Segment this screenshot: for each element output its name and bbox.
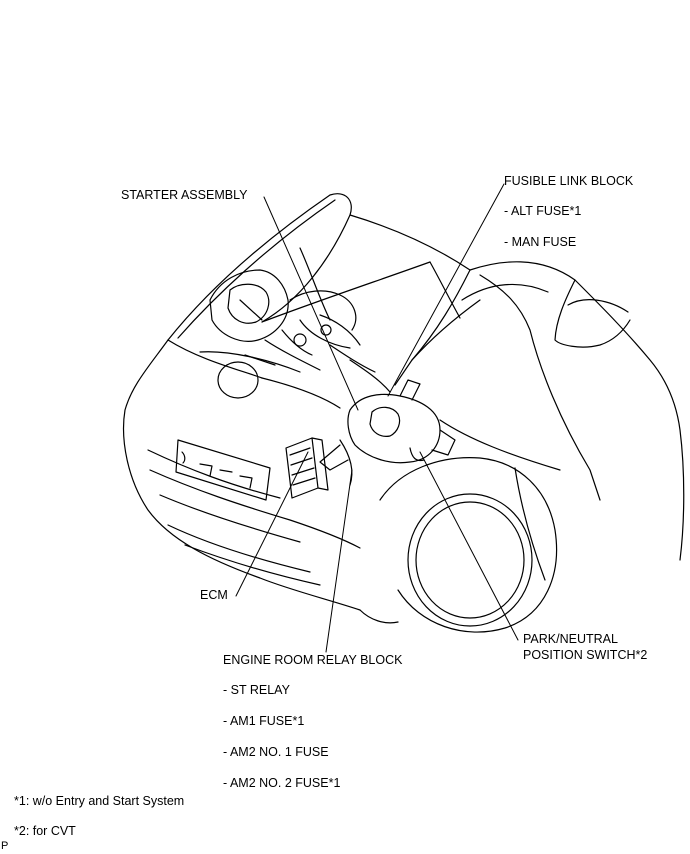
- car-body: [122, 261, 685, 611]
- label-starter-assembly: STARTER ASSEMBLY: [121, 188, 248, 202]
- label-park-neutral-line2: POSITION SWITCH*2: [523, 648, 648, 662]
- corner-mark: P: [1, 840, 9, 852]
- leader-engine-room-relay-block: [325, 469, 353, 653]
- label-fusible-link-block: FUSIBLE LINK BLOCK: [504, 174, 634, 188]
- engine-bay: [209, 269, 391, 393]
- ecm-unit: [285, 437, 329, 499]
- label-st-relay: - ST RELAY: [223, 683, 290, 697]
- leader-starter: [263, 196, 359, 411]
- label-ecm: ECM: [200, 588, 228, 602]
- windshield: [411, 261, 549, 361]
- front-bumper: [147, 439, 361, 586]
- label-am2-no2-fuse: - AM2 NO. 2 FUSE*1: [223, 776, 341, 790]
- label-alt-fuse: - ALT FUSE*1: [504, 204, 582, 218]
- label-am1-fuse: - AM1 FUSE*1: [223, 714, 305, 728]
- footnote-1: *1: w/o Entry and Start System: [14, 794, 185, 808]
- label-park-neutral-line1: PARK/NEUTRAL: [523, 632, 618, 646]
- open-hood: [167, 193, 471, 341]
- label-engine-room-relay-block: ENGINE ROOM RELAY BLOCK: [223, 653, 403, 667]
- leader-ecm: [235, 451, 309, 597]
- label-man-fuse: - MAN FUSE: [504, 235, 577, 249]
- relay-block-assembly: [319, 379, 456, 486]
- leader-fusible-link-block: [387, 183, 505, 397]
- label-am2-no1-fuse: - AM2 NO. 1 FUSE: [223, 745, 329, 759]
- leader-lines: [235, 183, 519, 653]
- front-wheel: [359, 457, 558, 633]
- footnote-2: *2: for CVT: [14, 824, 76, 838]
- headlight: [199, 351, 341, 409]
- leader-park-neutral-switch: [419, 451, 519, 641]
